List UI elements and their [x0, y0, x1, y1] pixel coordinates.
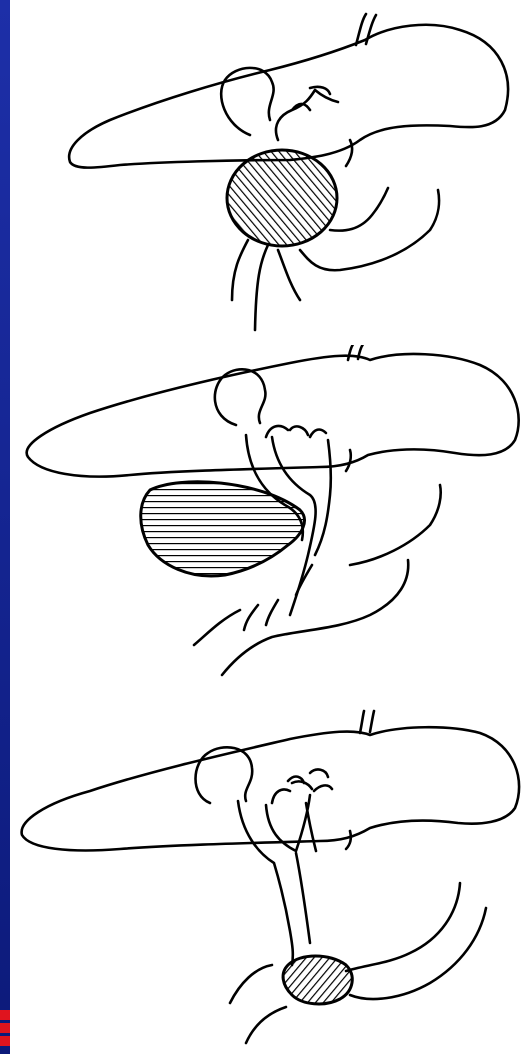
liver-illustration-3 [10, 703, 526, 1054]
gallbladder [215, 369, 266, 425]
liver-outline [27, 354, 519, 477]
liver-outline [69, 25, 508, 168]
hatched-cyst [227, 150, 337, 246]
gallbladder [221, 68, 273, 135]
hatched-cyst [141, 482, 305, 576]
accent-mark [0, 1010, 10, 1054]
hatched-cyst [283, 956, 352, 1004]
diagram-panel-3 [10, 703, 526, 1054]
liver-outline [22, 727, 519, 850]
diagram-panel-1 [10, 0, 526, 345]
liver-illustration-2 [10, 345, 526, 703]
liver-illustration-1 [10, 0, 526, 345]
diagram-panel-2 [10, 345, 526, 703]
slide-left-bar [0, 0, 10, 1054]
